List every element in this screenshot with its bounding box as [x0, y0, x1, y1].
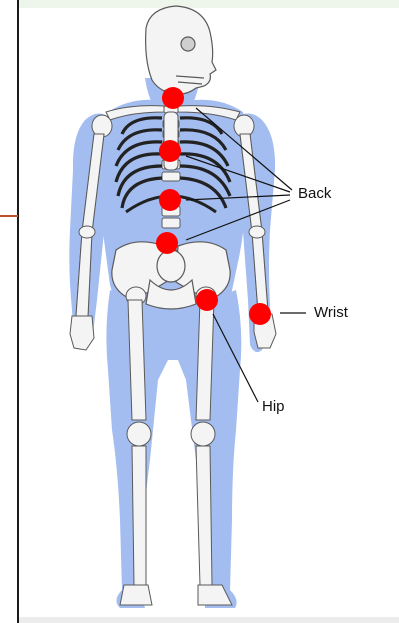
fracture-site-lumbar [156, 232, 178, 254]
label-back: Back [298, 185, 331, 203]
fracture-site-wrist [249, 303, 271, 325]
fracture-site-mid-back [159, 140, 181, 162]
fracture-site-hip [196, 289, 218, 311]
skull [146, 6, 216, 94]
label-hip: Hip [262, 398, 285, 416]
label-wrist: Wrist [314, 304, 348, 322]
fracture-site-lower-back [159, 189, 181, 211]
fracture-site-upper-back [162, 87, 184, 109]
